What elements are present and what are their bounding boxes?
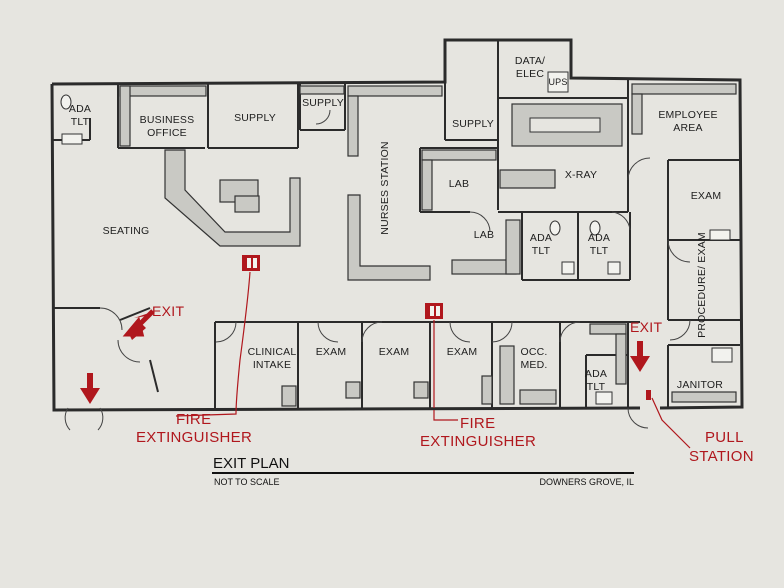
room-employee-area-line2: AREA xyxy=(673,122,702,134)
exit-plan-title: EXIT PLAN xyxy=(213,455,289,472)
counters xyxy=(60,71,737,407)
room-supply-3: SUPPLY xyxy=(452,118,494,130)
exit-arrow-down-left xyxy=(80,373,100,404)
room-occ-med: OCC. xyxy=(520,346,547,358)
room-ada-tlt-4: ADA xyxy=(585,368,607,380)
room-supply-2: SUPPLY xyxy=(302,97,344,109)
room-lab-2: LAB xyxy=(474,229,494,241)
room-business-office-line2: OFFICE xyxy=(147,127,187,139)
exit-label-left: EXIT xyxy=(152,303,184,319)
room-supply-1: SUPPLY xyxy=(234,112,276,124)
room-clinical-intake-line2: INTAKE xyxy=(253,359,291,371)
room-janitor: JANITOR xyxy=(677,379,723,391)
pull-station-leader xyxy=(651,397,691,449)
fire-extinguisher-leader-left xyxy=(175,271,251,417)
room-exam-2: EXAM xyxy=(379,346,410,358)
fire-extinguisher-leader-mid xyxy=(433,320,458,421)
fire-extinguisher-label-left-line2: EXTINGUISHER xyxy=(136,429,252,446)
room-clinical-intake: CLINICAL xyxy=(248,346,297,358)
door-swings xyxy=(64,109,691,431)
room-ada-tlt-4-line2: TLT xyxy=(587,381,606,393)
exit-label-right: EXIT xyxy=(630,319,662,335)
room-seating: SEATING xyxy=(103,225,150,237)
room-labels: ADA TLT BUSINESS OFFICE SUPPLY SUPPLY SU… xyxy=(69,55,723,393)
room-exam-right: EXAM xyxy=(691,190,722,202)
emergency-markers: EXIT EXIT FIRE EXTINGUISHER FIRE xyxy=(80,255,754,465)
location-label: DOWNERS GROVE, IL xyxy=(539,477,634,487)
room-x-ray: X-RAY xyxy=(565,169,597,181)
pull-station-label: PULL xyxy=(705,429,744,446)
fire-extinguisher-icon-left xyxy=(242,255,260,271)
fire-extinguisher-label-mid-line2: EXTINGUISHER xyxy=(420,433,536,450)
fire-extinguisher-label-mid: FIRE xyxy=(460,415,495,432)
scale-note: NOT TO SCALE xyxy=(214,477,280,487)
room-exam-1: EXAM xyxy=(316,346,347,358)
room-occ-med-line2: MED. xyxy=(520,359,547,371)
room-ada-tlt-2-line2: TLT xyxy=(532,245,551,257)
ups-panel-label: UPS xyxy=(548,77,567,87)
fire-extinguisher-label-left: FIRE xyxy=(176,411,211,428)
room-employee-area: EMPLOYEE xyxy=(658,109,717,121)
pull-station-icon xyxy=(646,390,651,400)
room-ada-tlt-1: ADA xyxy=(69,103,91,115)
room-ada-tlt-2: ADA xyxy=(530,232,552,244)
room-data-elec-line2: ELEC xyxy=(516,68,544,80)
room-data-elec: DATA/ xyxy=(515,55,545,67)
room-procedure-exam: PROCEDURE/ EXAM xyxy=(696,232,708,338)
outer-walls xyxy=(50,38,744,412)
room-ada-tlt-1-line2: TLT xyxy=(71,116,90,128)
fire-extinguisher-icon-mid xyxy=(425,303,443,319)
footer: EXIT PLAN NOT TO SCALE DOWNERS GROVE, IL xyxy=(212,455,634,487)
exit-arrow-diagonal xyxy=(122,309,155,337)
room-ada-tlt-3-line2: TLT xyxy=(590,245,609,257)
room-business-office: BUSINESS xyxy=(140,114,195,126)
room-exam-3: EXAM xyxy=(447,346,478,358)
room-ada-tlt-3: ADA xyxy=(588,232,610,244)
room-lab-1: LAB xyxy=(449,178,469,190)
interior-walls xyxy=(52,40,740,408)
exit-arrow-down-right xyxy=(630,341,650,372)
pull-station-label-line2: STATION xyxy=(689,448,754,465)
room-nurses-station: NURSES STATION xyxy=(379,141,391,234)
